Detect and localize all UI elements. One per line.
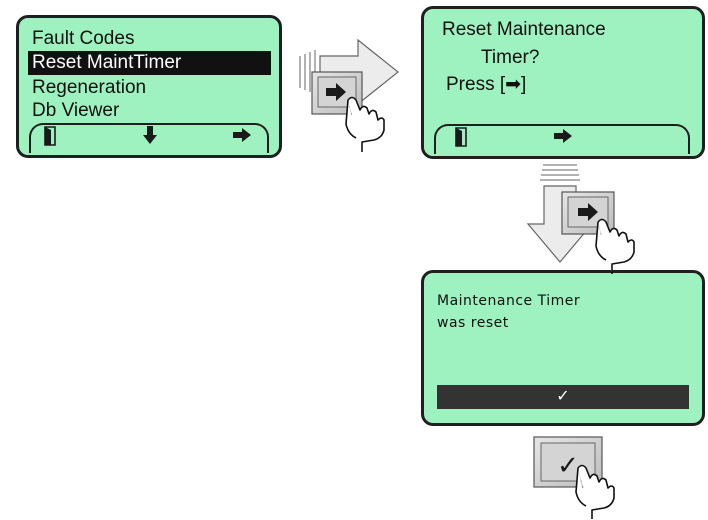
prompt-line-2: Timer? [481, 47, 540, 68]
arrow-right-icon [326, 83, 346, 101]
check-icon: ✓ [557, 451, 579, 481]
result-line-1: Maintenance Timer [437, 293, 581, 309]
menu-item-reset-maint-timer[interactable]: Reset MaintTimer [28, 51, 271, 75]
arrow-right-icon [578, 203, 598, 221]
prompt-line-3: Press [➡] [446, 74, 527, 95]
pressing-hand-icon [575, 464, 615, 519]
pressing-hand-icon [345, 96, 385, 152]
menu-item-fault-codes[interactable]: Fault Codes [32, 28, 135, 49]
arrow-right-icon[interactable] [233, 128, 251, 142]
exit-door-icon[interactable] [454, 127, 468, 147]
arrow-down-icon[interactable] [143, 126, 157, 144]
arrow-right-icon[interactable] [554, 129, 572, 143]
ok-softkey-bar[interactable]: ✓ [437, 385, 689, 409]
exit-door-icon[interactable] [43, 126, 57, 146]
pressing-hand-icon [595, 218, 635, 274]
display-menu-screen: Fault Codes Reset MaintTimer Regeneratio… [16, 15, 282, 158]
menu-item-db-viewer[interactable]: Db Viewer [32, 100, 120, 121]
softkey-bar [29, 123, 269, 153]
softkey-bar [434, 124, 690, 154]
right-arrow-key[interactable] [311, 71, 363, 115]
softkey-arc [434, 124, 690, 154]
prompt-line-1: Reset Maintenance [442, 19, 606, 40]
display-confirm-screen: Reset Maintenance Timer? Press [➡] [421, 6, 705, 159]
display-result-screen: Maintenance Timer was reset ✓ [421, 270, 705, 426]
result-line-2: was reset [437, 315, 509, 331]
softkey-arc [29, 123, 269, 153]
menu-item-regeneration[interactable]: Regeneration [32, 77, 147, 98]
